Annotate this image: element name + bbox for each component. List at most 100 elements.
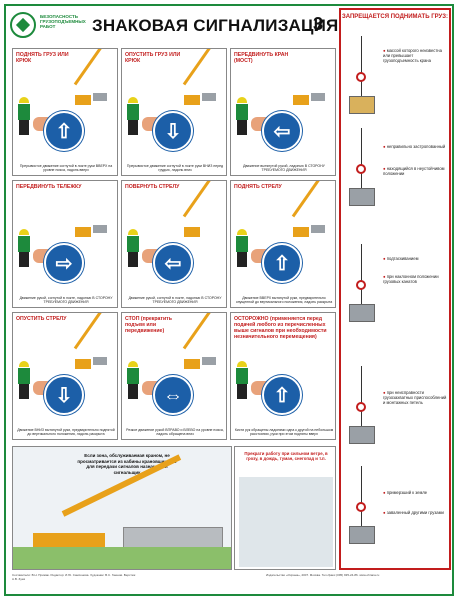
signal-description: Движение вытянутой рукой, ладонью В СТОР… — [243, 164, 325, 172]
signal-sign-icon: ⇧ — [262, 375, 302, 415]
worker-icon — [17, 229, 31, 267]
signal-description: Прерывистое движение согнутой в локте ру… — [126, 164, 224, 172]
signal-card: СТОП (прекратить подъем или передвижение… — [121, 312, 227, 440]
signal-description: Движение рукой, согнутой в локте, ладонь… — [19, 296, 113, 304]
signal-title: ПОДНЯТЬ ГРУЗ ИЛИ КРЮК — [16, 52, 69, 64]
crane-icon — [180, 49, 224, 109]
crane-icon — [289, 181, 333, 241]
arrow-left-icon: ⇦ — [273, 121, 291, 143]
signal-description: Кисти рук обращены ладонями одна к друго… — [234, 428, 334, 436]
worker-icon — [126, 229, 140, 267]
arrow-up-icon: ⇧ — [55, 121, 73, 143]
prohibition-item: ● неправильно застропованный ● находящий… — [343, 122, 447, 222]
worker-icon — [17, 97, 31, 135]
concrete-slabs-icon — [123, 527, 223, 549]
dragging-load-icon — [345, 244, 379, 334]
prohibition-item: ● примерзший к земле ● заваленный другим… — [343, 460, 447, 560]
signal-sign-icon: ⇧ — [262, 243, 302, 283]
signal-title: ПОДНЯТЬ СТРЕЛУ — [234, 184, 282, 190]
arrow-down-icon: ⇩ — [164, 121, 182, 143]
header: БЕЗОПАСНОСТЬ ГРУЗОПОДЪЕМНЫХ РАБОТ ЗНАКОВ… — [6, 6, 452, 46]
page-title: ЗНАКОВАЯ СИГНАЛИЗАЦИЯ — [92, 16, 339, 35]
prohibition-text: ● при наклонном положении грузовых канат… — [383, 274, 439, 284]
tower-crane-icon — [180, 181, 224, 241]
signal-card: ОПУСТИТЬ ГРУЗ ИЛИ КРЮК ⇩ Прерывистое дви… — [121, 48, 227, 176]
signalman-caption: Если зона, обслуживаемая краном, не прос… — [77, 453, 177, 475]
signal-sign-icon: ⇩ — [44, 375, 84, 415]
weather-caption: Прекрати работу при сильном ветре, в гро… — [244, 451, 328, 461]
signal-card: ОПУСТИТЬ СТРЕЛУ ⇩ Движение ВНИЗ вытянуто… — [12, 312, 118, 440]
logo-text: БЕЗОПАСНОСТЬ ГРУЗОПОДЪЕМНЫХ РАБОТ — [40, 14, 86, 29]
prohibition-text: ● заваленный другими грузами — [383, 510, 444, 515]
signals-grid: ПОДНЯТЬ ГРУЗ ИЛИ КРЮК ⇧ Прерывистое движ… — [12, 48, 337, 444]
prohibitions-sidebar: ЗАПРЕЩАЕТСЯ ПОДНИМАТЬ ГРУЗ: ● массой кот… — [339, 8, 451, 570]
signal-title: СТОП (прекратить подъем или передвижение… — [125, 316, 172, 334]
signal-card: ПОДНЯТЬ ГРУЗ ИЛИ КРЮК ⇧ Прерывистое движ… — [12, 48, 118, 176]
prohibition-item: ● подтаскиванием ● при наклонном положен… — [343, 238, 447, 338]
signal-sign-icon: ⇧ — [44, 111, 84, 151]
signal-description: Движение ВВЕРХ вытянутой руки, предварит… — [235, 296, 333, 304]
signal-sign-icon: ⇩ — [153, 111, 193, 151]
signal-description: Движение ВНИЗ вытянутой руки, предварите… — [17, 428, 115, 436]
prohibition-text: ● примерзший к земле — [383, 490, 428, 495]
signal-card: ПЕРЕДВИНУТЬ КРАН (МОСТ) ⇦ Движение вытян… — [230, 48, 336, 176]
crane-icon — [71, 313, 115, 373]
worker-icon — [235, 229, 249, 267]
footer: Составители: В.Н. Примак. Редактор: И.Ю.… — [12, 572, 448, 594]
signal-card: ПЕРЕДВИНУТЬ ТЕЛЕЖКУ ⇨ Движение рукой, со… — [12, 180, 118, 308]
signal-description: Движение рукой, согнутой в локте, ладонь… — [128, 296, 222, 304]
prohibition-text: ● находящийся в неустойчивом положении — [383, 166, 445, 176]
prohibition-text: ● неправильно застропованный — [383, 144, 446, 149]
footer-credits: Составители: В.Н. Примак. Редактор: И.Ю.… — [12, 573, 136, 581]
faulty-rigging-icon — [345, 366, 379, 456]
signal-title: ОПУСТИТЬ СТРЕЛУ — [16, 316, 67, 322]
prohibitions-title: ЗАПРЕЩАЕТСЯ ПОДНИМАТЬ ГРУЗ: — [341, 14, 449, 20]
arrow-up-icon: ⇧ — [273, 253, 291, 275]
arrow-down-icon: ⇩ — [55, 385, 73, 407]
signal-title: ПОВЕРНУТЬ СТРЕЛУ — [125, 184, 180, 190]
signal-card: ПОВЕРНУТЬ СТРЕЛУ ⇦ Движение рукой, согну… — [121, 180, 227, 308]
prohibition-text: ● подтаскиванием — [383, 256, 419, 261]
safety-logo-icon — [10, 12, 36, 38]
footer-publisher: Издательство «Охрана», 2007. Москва. Тел… — [266, 573, 380, 577]
poster: БЕЗОПАСНОСТЬ ГРУЗОПОДЪЕМНЫХ РАБОТ ЗНАКОВ… — [4, 4, 454, 596]
crane-icon — [180, 313, 224, 373]
signal-sign-icon: ⇨ — [44, 243, 84, 283]
bad-sling-icon — [345, 128, 379, 218]
worker-icon — [126, 97, 140, 135]
arrow-left-right-icon: ⇔ — [163, 385, 183, 407]
weather-scene-icon — [239, 477, 333, 567]
worker-icon — [17, 361, 31, 399]
signal-description: Резкое движение рукой ВПРАВО и ВЛЕВО на … — [126, 428, 224, 436]
signal-sign-icon: ⇔ — [153, 375, 193, 415]
prohibition-item: ● при неисправности грузозахватных присп… — [343, 360, 447, 460]
signal-card: ОСТОРОЖНО (применяется перед подачей люб… — [230, 312, 336, 440]
ground — [13, 547, 231, 569]
signal-title: ОСТОРОЖНО (применяется перед подачей люб… — [234, 316, 327, 340]
signal-description: Прерывистое движение согнутой в локте ру… — [19, 164, 113, 172]
overweight-load-icon — [345, 36, 379, 126]
arrow-left-icon: ⇦ — [164, 253, 182, 275]
worker-icon — [126, 361, 140, 399]
mobile-crane-icon — [33, 533, 105, 551]
signal-sign-icon: ⇦ — [153, 243, 193, 283]
crane-icon — [71, 49, 115, 109]
gantry-crane-icon — [71, 191, 115, 241]
signal-sign-icon: ⇦ — [262, 111, 302, 151]
arrow-right-icon: ⇨ — [55, 253, 73, 275]
caution-hands-icon: ⇧ — [273, 385, 291, 407]
poster-number: 3 — [313, 14, 324, 34]
signalman-scene: Если зона, обслуживаемая краном, не прос… — [12, 446, 232, 570]
signal-title: ПЕРЕДВИНУТЬ КРАН (МОСТ) — [234, 52, 289, 64]
prohibition-text: ● при неисправности грузозахватных присп… — [383, 390, 447, 405]
weather-warning: Прекрати работу при сильном ветре, в гро… — [234, 446, 336, 570]
signal-title: ОПУСТИТЬ ГРУЗ ИЛИ КРЮК — [125, 52, 181, 64]
worker-icon — [235, 361, 249, 399]
prohibition-item: ● массой которого неизвестна или превыша… — [343, 30, 447, 130]
frozen-load-icon — [345, 466, 379, 556]
signal-card: ПОДНЯТЬ СТРЕЛУ ⇧ Движение ВВЕРХ вытянуто… — [230, 180, 336, 308]
gantry-crane-icon — [289, 59, 333, 109]
prohibition-text: ● массой которого неизвестна или превыша… — [383, 48, 442, 63]
worker-icon — [235, 97, 249, 135]
signal-title: ПЕРЕДВИНУТЬ ТЕЛЕЖКУ — [16, 184, 82, 190]
